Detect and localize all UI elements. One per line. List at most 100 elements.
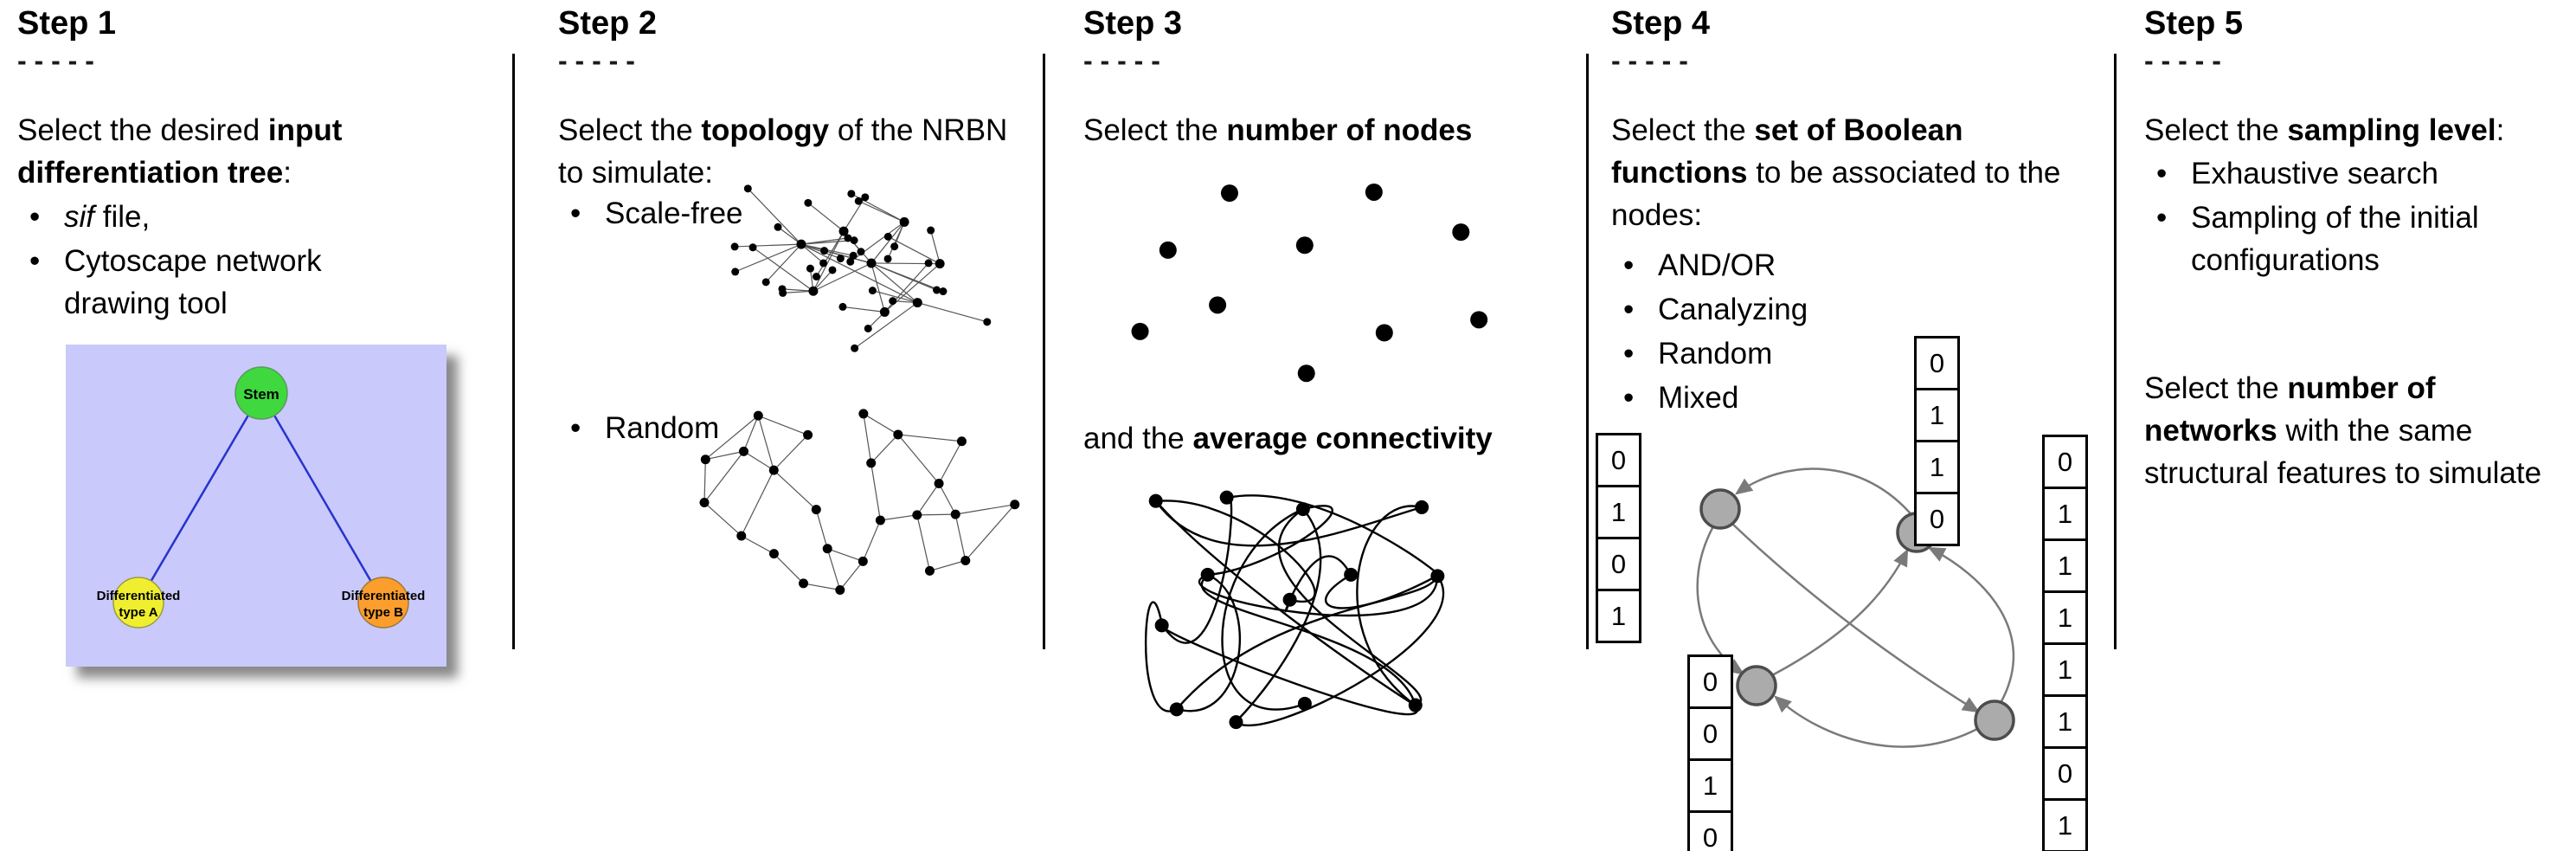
network-node xyxy=(811,505,821,515)
network-edge xyxy=(897,434,940,484)
network-node xyxy=(883,232,892,241)
network-arrow xyxy=(1771,548,1909,677)
text-segment: Mixed xyxy=(1658,381,1739,415)
network-edge xyxy=(703,459,706,503)
network-edge xyxy=(800,237,849,245)
connectivity-network-graphic xyxy=(1144,490,1445,730)
network-node xyxy=(743,184,752,193)
network-edge xyxy=(1226,494,1442,578)
node-dot xyxy=(1470,311,1488,329)
network-edge xyxy=(757,415,774,471)
boolean-node xyxy=(1974,699,2015,741)
network-edge xyxy=(752,247,814,292)
network-edge xyxy=(1176,575,1439,710)
step-3-column: Step 3 - - - - - Select the number of no… xyxy=(1083,0,1572,851)
network-node xyxy=(950,509,960,519)
network-edge xyxy=(747,188,802,245)
network-node xyxy=(956,436,967,447)
network-node xyxy=(1154,618,1169,633)
differentiated-b-label-line1: Differentiated xyxy=(342,589,426,603)
network-edge xyxy=(743,450,774,471)
network-edge xyxy=(965,504,1016,561)
text-segment: file, xyxy=(94,200,151,234)
text-segment: Random xyxy=(605,411,720,445)
network-node xyxy=(893,429,903,440)
text-segment: Select the xyxy=(2144,371,2288,405)
network-node xyxy=(736,531,747,541)
network-node xyxy=(927,226,935,235)
network-edge xyxy=(870,434,899,464)
network-edge xyxy=(773,434,809,471)
network-node xyxy=(883,255,892,263)
step-separator-dashes: - - - - - xyxy=(17,45,94,76)
differentiated-b-node xyxy=(357,577,409,629)
network-node xyxy=(983,318,992,326)
text-segment: Select the xyxy=(1611,113,1755,147)
differentiated-a-label-line2: type A xyxy=(119,605,157,620)
network-edge xyxy=(842,306,885,313)
text-segment: Cytoscape network drawing tool xyxy=(64,244,322,320)
network-node xyxy=(850,236,858,245)
truth-table-cell: 1 xyxy=(2042,487,2088,541)
node-dot xyxy=(1295,236,1314,255)
network-edge xyxy=(1235,575,1445,727)
text-segment-bold: sampling level xyxy=(2287,113,2496,147)
node-dot xyxy=(1220,184,1238,203)
step-separator-dashes: - - - - - xyxy=(2144,45,2221,76)
network-edge xyxy=(1155,500,1416,707)
network-node xyxy=(924,259,933,268)
network-node xyxy=(808,286,819,296)
network-node xyxy=(761,278,770,287)
network-edge xyxy=(741,535,774,555)
network-edge xyxy=(872,290,918,304)
network-node xyxy=(890,242,899,251)
network-edge xyxy=(839,560,864,590)
network-node xyxy=(868,287,877,295)
truth-table-cell: 1 xyxy=(2042,642,2088,697)
truth-table-cell: 0 xyxy=(1914,492,1960,546)
network-edge xyxy=(827,548,864,562)
network-node xyxy=(1148,493,1163,508)
text-segment: AND/OR xyxy=(1658,248,1776,282)
network-node xyxy=(730,242,739,251)
list-item-and-or: AND/OR xyxy=(1611,244,1975,287)
network-node xyxy=(1219,490,1234,505)
network-node xyxy=(912,298,922,308)
network-node xyxy=(700,455,710,465)
network-edge xyxy=(815,509,828,549)
network-node xyxy=(960,555,971,565)
network-node xyxy=(1415,500,1429,514)
network-node xyxy=(861,193,870,202)
truth-table-cell: 0 xyxy=(1596,537,1641,591)
network-edge xyxy=(887,222,905,260)
network-node xyxy=(803,429,813,440)
network-edge xyxy=(773,469,817,511)
network-edge xyxy=(800,243,824,264)
network-edge xyxy=(1160,623,1419,716)
network-edge xyxy=(803,583,840,591)
text-segment: Canalyzing xyxy=(1658,293,1808,326)
step-title: Step 1 xyxy=(17,5,117,42)
step-title: Step 5 xyxy=(2144,5,2244,42)
topology-option-random: Random xyxy=(558,407,835,451)
network-edge xyxy=(742,415,759,452)
network-node xyxy=(835,584,845,595)
network-edge xyxy=(897,434,962,442)
network-node xyxy=(935,259,945,269)
text-segment-bold: set of Boolean functions xyxy=(1611,113,1963,190)
truth-table-cell: 0 xyxy=(1687,706,1733,761)
node-dot xyxy=(1365,183,1383,201)
network-node xyxy=(864,324,872,332)
truth-table-top-right: 0 1 1 0 xyxy=(1914,336,1960,546)
network-edge xyxy=(1144,601,1178,712)
step-5-instruction: Select the sampling level: xyxy=(2144,109,2576,152)
network-node xyxy=(934,478,944,488)
network-edge xyxy=(800,243,918,304)
network-node xyxy=(854,197,863,205)
network-edge xyxy=(765,243,802,283)
network-node xyxy=(1010,500,1020,510)
sampling-options-list: Exhaustive search Sampling of the initia… xyxy=(2144,152,2568,283)
network-edge xyxy=(955,504,1015,515)
network-node xyxy=(812,272,820,280)
network-node xyxy=(804,198,813,207)
